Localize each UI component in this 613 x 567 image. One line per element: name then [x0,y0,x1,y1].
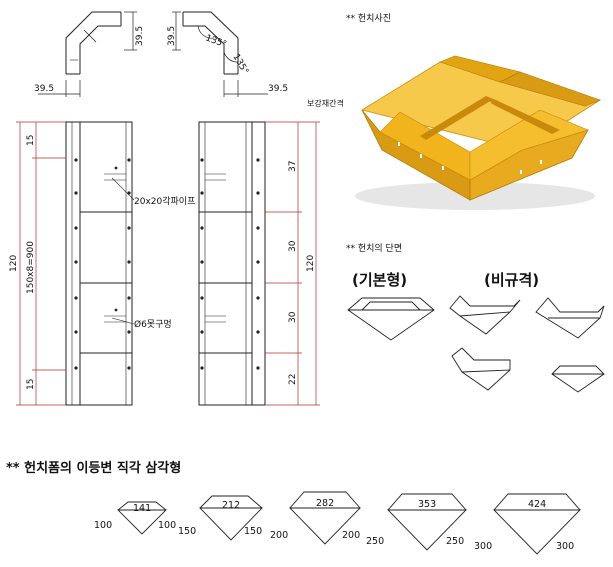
right-vertical-dim: 39.5 [167,26,177,46]
left-vertical-dim: 39.5 [135,26,145,46]
triangle-5-top: 424 [528,499,546,510]
plan-left-top: 15 [26,135,36,146]
triangles-title: ** 헌치폼의 이등변 직각 삼각형 [6,460,181,476]
plan-left-total: 120 [9,255,19,272]
triangle-1-right: 100 [158,520,176,531]
plan-right-panel [198,121,266,406]
plan-leaders [111,177,135,325]
plan-right-dims [265,121,320,406]
triangle-5-right: 300 [556,541,574,552]
basic-type-label: (기본형) [352,271,407,289]
angle-label-1: 135° [204,33,228,50]
top-right-angle-arcs [197,25,237,63]
right-seg-1: 37 [288,161,298,172]
triangle-2 [198,495,264,541]
section-nonstandard-2 [535,297,605,339]
triangle-3-top: 282 [316,498,334,509]
triangle-2-right: 150 [244,526,262,537]
section-basic [347,297,435,341]
triangle-3-left: 200 [270,530,288,541]
hunch-form-3d-render [355,55,602,210]
triangle-2-left: 150 [178,526,196,537]
triangle-1 [116,501,168,535]
plan-right-holes [200,158,260,370]
triangle-1-top: 141 [133,503,151,514]
hole-label: Ø6못구멍 [134,319,172,330]
triangle-3 [288,491,362,545]
plan-left-inner: 150x8=900 [26,241,36,294]
triangle-1-left: 100 [94,520,112,531]
plan-left-bottom: 15 [26,379,36,390]
right-seg-4: 22 [288,374,298,385]
left-horizontal-dim: 39.5 [34,84,54,94]
top-right-dims [172,11,268,97]
triangle-5 [492,493,582,555]
right-seg-3: 30 [288,311,298,323]
triangle-4 [386,493,468,551]
section-nonstandard-3 [451,347,511,391]
top-left-profile [65,11,122,75]
angle-label-2: 135° [230,53,250,77]
section-nonstandard-4 [551,365,605,393]
triangle-3-right: 200 [342,530,360,541]
section-nonstandard-1 [449,295,521,335]
gap-label: 보강재간격 [307,98,344,108]
right-total: 120 [306,255,316,272]
triangle-4-right: 250 [446,536,464,547]
plan-left-dims [16,121,66,406]
triangle-4-top: 353 [418,499,436,510]
top-left-dims [38,11,137,97]
sections-label: ** 헌치의 단면 [346,242,402,254]
plan-left-panel [65,121,133,406]
top-right-profile [182,11,239,75]
photo-label: ** 헌치사진 [346,12,391,24]
plan-left-holes [74,158,131,370]
right-seg-2: 30 [288,240,298,252]
triangle-4-left: 250 [366,536,384,547]
nonstandard-type-label: (비규격) [484,271,539,289]
pipe-label: 20x20각파이프 [134,195,195,207]
triangle-2-top: 212 [222,500,240,511]
right-horizontal-dim: 39.5 [268,84,288,94]
triangle-5-left: 300 [474,541,492,552]
